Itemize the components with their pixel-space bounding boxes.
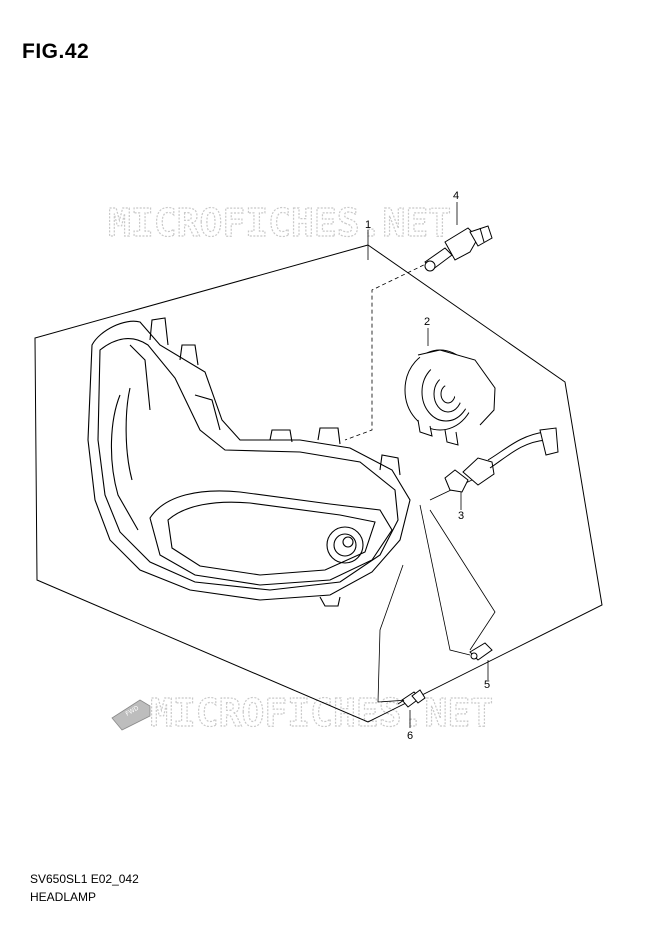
callout-6: 6 xyxy=(407,730,414,742)
callout-3: 3 xyxy=(458,510,465,522)
watermark-bottom: MICROFICHES.NET xyxy=(150,691,493,735)
diagram-name: HEADLAMP xyxy=(30,890,97,904)
headlamp-housing xyxy=(87,317,411,607)
callout-2: 2 xyxy=(424,316,431,328)
callout-5: 5 xyxy=(484,679,491,691)
fwd-arrow-icon: FWD xyxy=(111,699,151,731)
assembly-outline xyxy=(34,244,603,723)
position-lamp-bulb xyxy=(469,642,493,661)
diagram-code: SV650SL1 E02_042 xyxy=(30,872,139,886)
callout-4: 4 xyxy=(453,190,460,202)
headlight-bulb xyxy=(424,225,493,272)
callout-1: 1 xyxy=(365,219,372,231)
watermark-top: MICROFICHES.NET xyxy=(108,201,451,245)
mounting-bolt xyxy=(397,689,426,708)
figure-title: FIG.42 xyxy=(22,40,90,63)
socket-cover xyxy=(404,349,496,446)
bulb-socket-harness xyxy=(444,427,559,493)
